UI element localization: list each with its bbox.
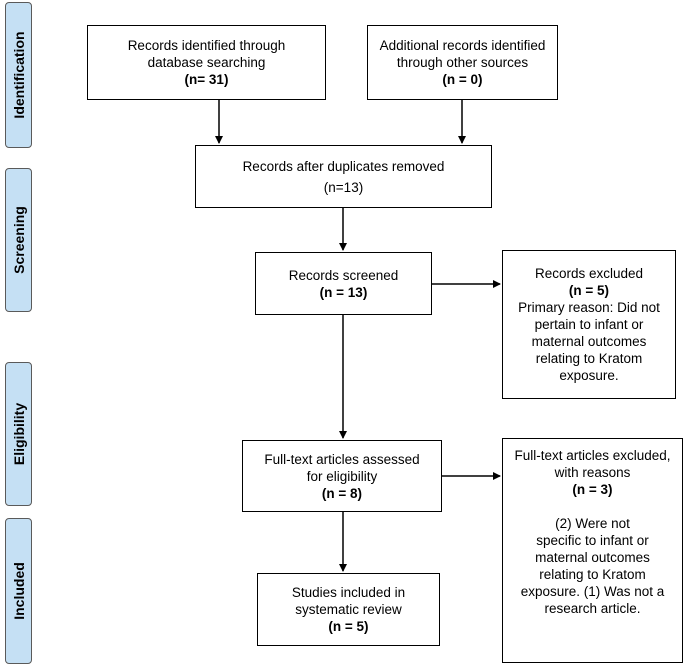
excluded-count: (n = 5) (568, 283, 610, 298)
excluded-reason-line: relating to Kratom (535, 351, 643, 366)
excluded-reason-line: pertain to infant or (534, 317, 644, 332)
full-text-line1: Full-text articles assessed (264, 451, 420, 467)
box-records-excluded: Records excluded (n = 5) Primary reason:… (502, 250, 676, 399)
screened-line1: Records screened (288, 267, 399, 283)
box-records-screened: Records screened (n = 13) (255, 252, 432, 315)
full-text-excluded-reason-line: (2) Were not (555, 516, 630, 531)
full-text-line2: for eligibility (306, 468, 378, 484)
box-other-sources: Additional records identified through ot… (367, 25, 558, 100)
full-text-excluded-line2: with reasons (554, 465, 631, 480)
box-database-searching: Records identified through database sear… (87, 25, 326, 100)
box-after-duplicates: Records after duplicates removed (n=13) (195, 145, 492, 208)
full-text-excluded-reason-line: specific to infant or (536, 533, 649, 548)
phase-identification-label: Identification (5, 2, 32, 148)
phase-included-label: Included (5, 518, 32, 664)
phase-screening-label: Screening (5, 168, 32, 312)
included-count: (n = 5) (328, 619, 369, 634)
full-text-excluded-line1: Full-text articles excluded, (514, 448, 671, 463)
db-search-count: (n= 31) (184, 72, 229, 87)
db-search-line1: Records identified through (127, 38, 286, 53)
after-duplicates-count: (n=13) (323, 179, 364, 195)
full-text-excluded-count: (n = 3) (572, 482, 613, 497)
other-sources-line1: Additional records identified (379, 38, 546, 53)
full-text-excluded-reason-line: relating to Kratom (539, 567, 646, 582)
box-full-text-excluded: Full-text articles excluded, with reason… (502, 438, 683, 663)
excluded-reason-line: maternal outcomes (531, 334, 647, 349)
full-text-excluded-reason-line: research article. (544, 601, 641, 616)
box-studies-included: Studies included in systematic review (n… (257, 573, 440, 646)
after-duplicates-line1: Records after duplicates removed (242, 158, 445, 174)
excluded-line1: Records excluded (534, 266, 644, 281)
excluded-reason-line: Primary reason: Did not (518, 300, 660, 315)
included-line2: systematic review (295, 602, 402, 617)
full-text-excluded-reason-line: exposure. (1) Was not a (520, 584, 665, 599)
phase-eligibility-label: Eligibility (5, 362, 32, 506)
db-search-line2: database searching (147, 55, 266, 70)
excluded-reason-line: exposure. (559, 368, 619, 383)
other-sources-count: (n = 0) (442, 72, 483, 87)
full-text-count: (n = 8) (321, 485, 363, 501)
full-text-excluded-reason-line: maternal outcomes (535, 550, 650, 565)
included-line1: Studies included in (291, 585, 406, 600)
screened-count: (n = 13) (319, 284, 368, 300)
box-full-text-assessed: Full-text articles assessed for eligibil… (242, 440, 442, 512)
other-sources-line2: through other sources (396, 55, 529, 70)
